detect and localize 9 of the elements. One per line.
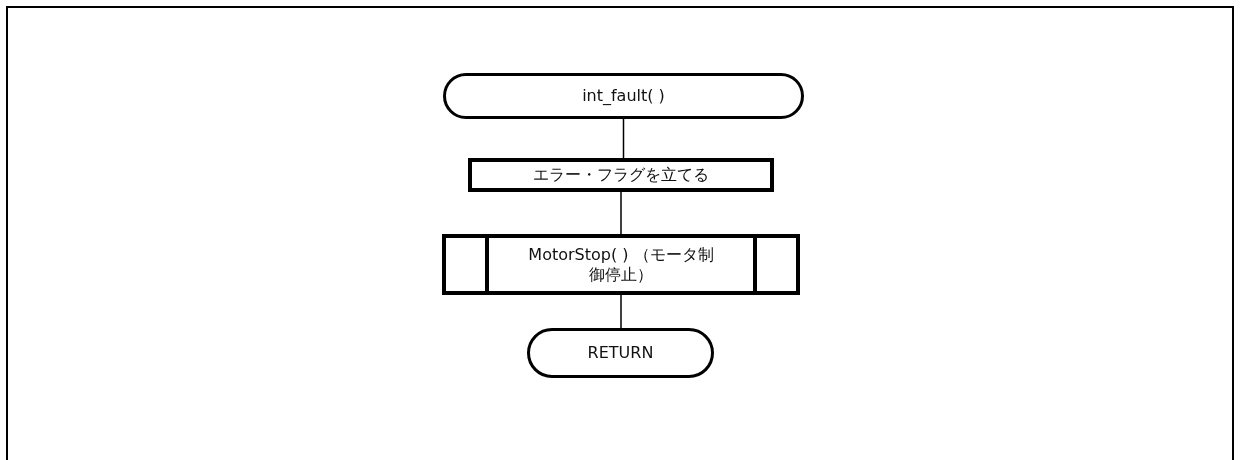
subroutine-box xyxy=(442,234,800,295)
node-label: int_fault( ) xyxy=(581,86,666,106)
node-label: MotorStop( ) （モータ制御停止） xyxy=(527,244,715,285)
node-label: エラー・フラグを立てる xyxy=(532,165,710,185)
connector-line xyxy=(622,118,625,159)
connector-line xyxy=(620,294,622,329)
process-box xyxy=(468,158,774,192)
node-label: RETURN xyxy=(586,343,655,363)
connector-line xyxy=(620,191,622,235)
